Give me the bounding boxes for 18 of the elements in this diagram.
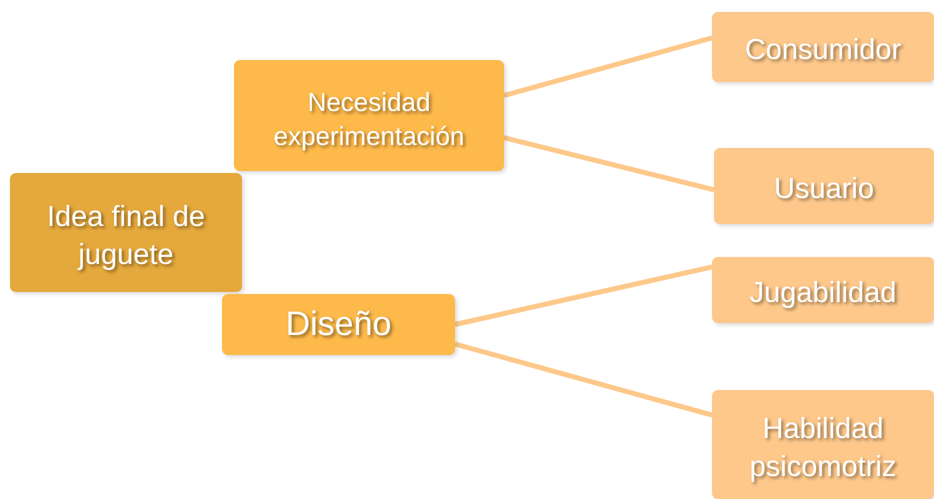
connector-line bbox=[454, 342, 713, 418]
concept-box bbox=[222, 294, 455, 355]
concept-box bbox=[234, 60, 504, 171]
concept-box bbox=[10, 173, 242, 292]
concept-box bbox=[712, 12, 934, 82]
box-label: Consumidor bbox=[744, 33, 902, 68]
concept-box bbox=[712, 390, 934, 499]
box-label: Diseño bbox=[284, 304, 392, 346]
box-label: Habilidad psicomotriz bbox=[748, 412, 898, 484]
connector-line bbox=[503, 36, 713, 98]
box-label: Jugabilidad bbox=[748, 276, 898, 312]
box-label: Idea final de juguete bbox=[46, 200, 206, 272]
connector-line bbox=[503, 135, 715, 192]
concept-box bbox=[714, 148, 934, 224]
box-label: Usuario bbox=[773, 172, 875, 208]
connector-line bbox=[454, 264, 713, 327]
concept-box bbox=[712, 257, 934, 323]
box-label: Necesidad experimentación bbox=[272, 86, 466, 152]
